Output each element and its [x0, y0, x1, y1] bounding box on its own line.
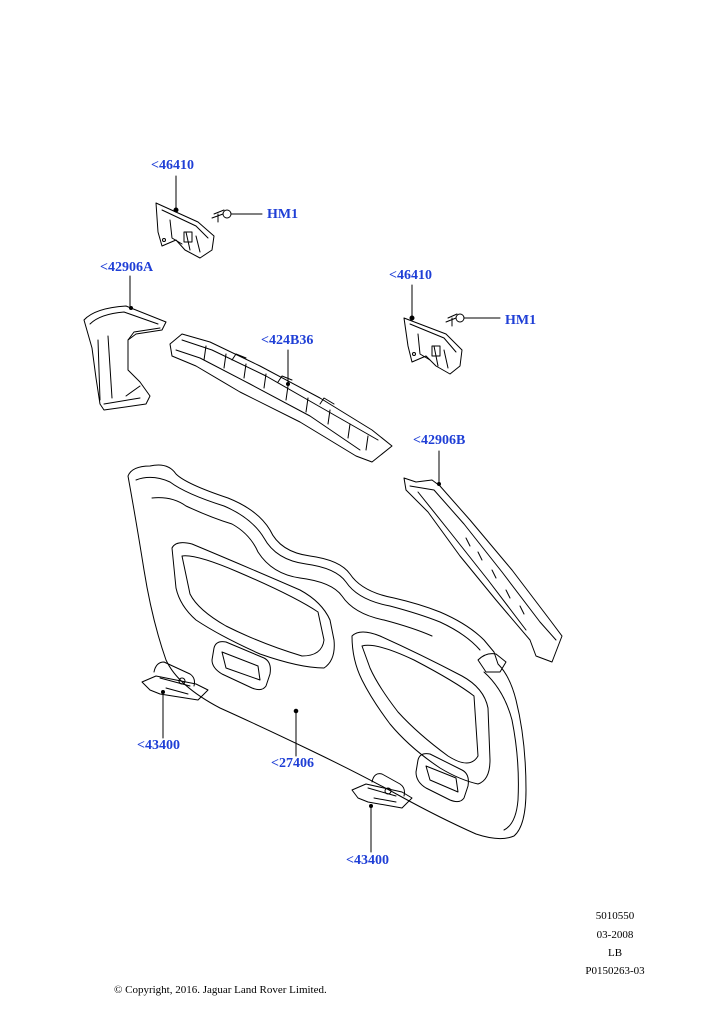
illustration-id: P0150263-03 [585, 965, 645, 977]
model-code: LB [607, 947, 623, 959]
callout-42906b[interactable]: <42906B [413, 433, 466, 448]
trim-42906b [403, 477, 563, 663]
trim-42906a [83, 305, 167, 411]
callout-27406[interactable]: <27406 [271, 756, 314, 771]
callout-hm1-upper-right[interactable]: HM1 [505, 313, 537, 328]
handle-cover-43400-left [141, 661, 209, 701]
upper-trim-424b36 [169, 333, 393, 463]
handle-cover-43400-right [351, 773, 413, 809]
callout-46410-upper-left[interactable]: <46410 [151, 158, 194, 173]
bracket-46410-left [155, 202, 215, 259]
leader-lines [129, 175, 501, 853]
illustration-date: 03-2008 [596, 929, 634, 941]
callout-424b36[interactable]: <424B36 [261, 333, 314, 348]
callout-hm1-upper-left[interactable]: HM1 [267, 207, 299, 222]
callout-42906a[interactable]: <42906A [100, 260, 154, 275]
bolt-hm1-right [445, 313, 465, 327]
bolt-hm1-left [211, 209, 232, 223]
copyright-notice: © Copyright, 2016. Jaguar Land Rover Lim… [114, 984, 327, 996]
callout-43400-left[interactable]: <43400 [137, 738, 180, 753]
callout-46410-upper-right[interactable]: <46410 [389, 268, 432, 283]
bracket-46410-right [403, 315, 463, 375]
part-number: 5010550 [595, 910, 635, 922]
callout-43400-right[interactable]: <43400 [346, 853, 389, 868]
panel-27406 [127, 464, 527, 840]
